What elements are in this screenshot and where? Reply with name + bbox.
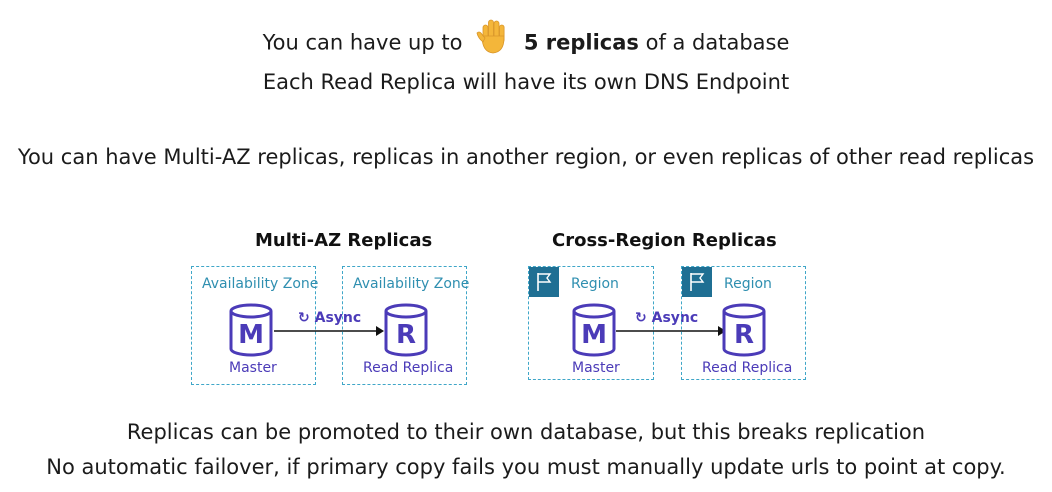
raised-hand-icon <box>473 16 513 63</box>
replica-letter: R <box>396 320 416 350</box>
zone-label: Availability Zone <box>202 276 319 292</box>
replica-caption: Read Replica <box>702 360 793 376</box>
async-label: ↻ Async <box>298 310 362 326</box>
master-caption: Master <box>229 360 277 376</box>
replica-database-icon: R <box>721 303 767 361</box>
footer-promotion: Replicas can be promoted to their own da… <box>126 420 926 444</box>
master-database-icon: M <box>228 303 274 361</box>
sync-icon: ↻ <box>635 310 647 326</box>
async-label: ↻ Async <box>635 310 699 326</box>
headline-replica-limit: You can have up to 5 replicas of a datab… <box>0 19 1052 63</box>
cross-region-region-1: Region M Master <box>528 266 654 380</box>
headline-dns: Each Read Replica will have its own DNS … <box>262 70 790 94</box>
region-flag-icon <box>529 267 559 297</box>
multi-az-zone-1: Availability Zone M Master <box>191 266 319 385</box>
arrow-right-icon <box>274 326 384 336</box>
headline-prefix: You can have up to <box>262 30 463 55</box>
multi-az-title: Multi-AZ Replicas <box>255 230 433 251</box>
sync-icon: ↻ <box>298 310 310 326</box>
footer-failover: No automatic failover, if primary copy f… <box>46 455 1006 479</box>
master-caption: Master <box>572 360 620 376</box>
cross-region-region-2: Region R Read Replica <box>681 266 806 380</box>
replica-caption: Read Replica <box>363 360 454 376</box>
replica-letter: R <box>734 320 754 350</box>
master-letter: M <box>581 320 607 350</box>
replica-database-icon: R <box>383 303 429 361</box>
multi-az-zone-2: Availability Zone R Read Replica <box>342 266 470 385</box>
intro-text: You can have Multi-AZ replicas, replicas… <box>17 145 1035 169</box>
zone-label: Availability Zone <box>353 276 470 292</box>
region-flag-icon <box>682 267 712 297</box>
master-database-icon: M <box>571 303 617 361</box>
region-label: Region <box>571 276 619 292</box>
cross-region-title: Cross-Region Replicas <box>552 230 777 251</box>
master-letter: M <box>238 320 264 350</box>
region-label: Region <box>724 276 772 292</box>
arrow-right-icon <box>616 326 726 336</box>
headline-suffix: of a database <box>645 30 790 55</box>
headline-bold: 5 replicas <box>523 30 639 55</box>
